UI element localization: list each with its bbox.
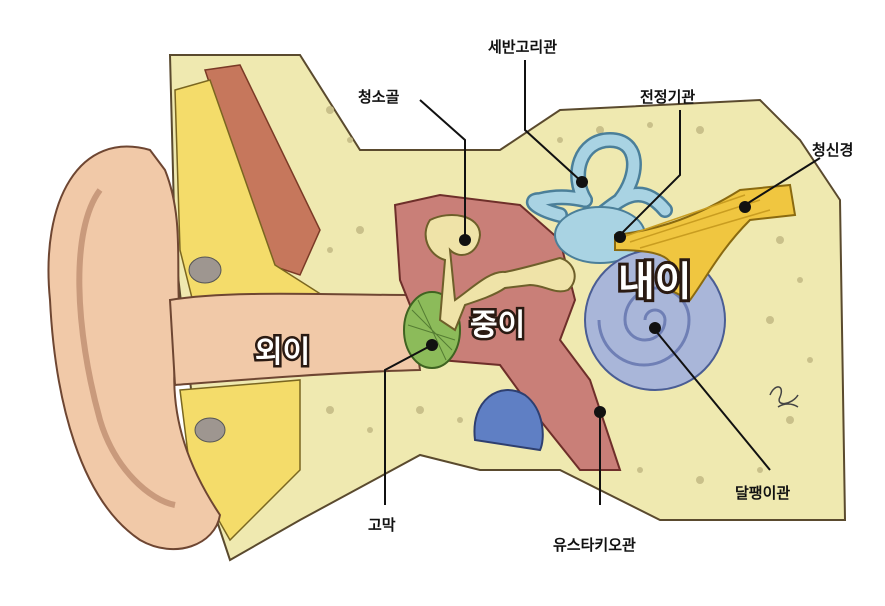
artist-signature [769, 386, 799, 408]
label-vestibule: 전정기관 [640, 88, 695, 106]
cartilage-lower [194, 417, 226, 443]
nerve-fibers [619, 194, 771, 249]
label-eardrum: 고막 [368, 516, 396, 534]
label-semicircular-canals: 세반고리관 [488, 38, 557, 56]
cartilage-upper [188, 256, 222, 284]
label-cochlea: 달팽이관 [735, 484, 790, 502]
auditory-nerve [614, 183, 797, 302]
auricle-inner-fold [76, 188, 176, 508]
label-inner-ear: 내이 [618, 259, 692, 305]
label-auditory-nerve: 청신경 [812, 141, 853, 159]
label-ossicles: 청소골 [358, 88, 400, 106]
leader-lines [384, 60, 821, 505]
ear-canal [168, 292, 422, 387]
cochlea-spiral [597, 286, 691, 367]
label-eustachian-tube: 유스타키오관 [553, 536, 636, 554]
label-middle-ear: 중이 [470, 308, 525, 343]
leader-dots [426, 176, 751, 418]
blood-vessel [473, 389, 544, 452]
bone-pores [296, 106, 813, 484]
label-outer-ear: 외이 [255, 335, 310, 370]
eardrum-texture [407, 299, 456, 361]
